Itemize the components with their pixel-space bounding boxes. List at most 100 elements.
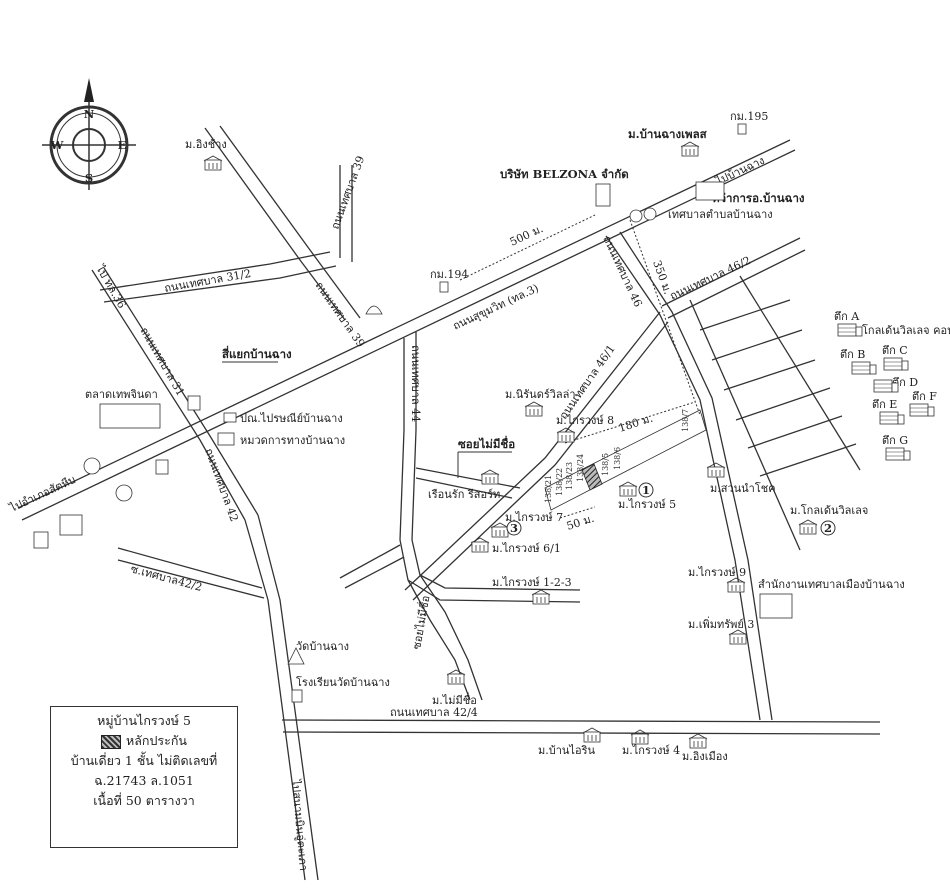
house-icon xyxy=(480,469,500,485)
distance-500: 500 ม. xyxy=(508,222,545,249)
office-icon xyxy=(217,432,235,446)
legend-collateral-row: หลักประกัน xyxy=(51,731,237,751)
building-f: ตึก F xyxy=(912,390,937,403)
distance-50: 50 ม. xyxy=(565,512,596,533)
building-a: ตึก A xyxy=(834,310,860,323)
compass-n: N xyxy=(84,107,95,121)
lot-label: 138/24 xyxy=(576,454,585,482)
road-sukhumvit: ถนนสุขุมวิท (ทล.3) xyxy=(451,282,541,333)
lot-label: 138/21 xyxy=(544,475,553,503)
apartment-icon xyxy=(885,447,911,461)
gas-station-icon xyxy=(33,531,49,549)
road-46-2: ถนนเทศบาล 46/2 xyxy=(668,254,753,303)
road-44: ถนนเทศบาล 44 xyxy=(409,345,422,422)
factory-icon xyxy=(595,183,611,207)
building-b: ตึก B xyxy=(840,348,865,361)
place-ing-mueang: ม.อิงเมือง xyxy=(682,750,728,763)
place-kraiwong-9: ม.ไกรวงษ์ 9 xyxy=(688,566,746,579)
lot-label: 138/23 xyxy=(565,462,574,490)
road-31-2: ถนนเทศบาล 31/2 xyxy=(163,267,252,295)
store-icon xyxy=(187,395,201,411)
house-icon xyxy=(688,733,708,749)
place-suan-chok: ม.สวนนำโชค xyxy=(710,481,776,495)
seal-icon xyxy=(643,207,657,221)
km-post-icon xyxy=(439,281,449,293)
market-icon xyxy=(99,403,161,429)
road-to-sattahip: ไปอำเภอสัตหีบ xyxy=(7,473,78,515)
road-46-1: ถนนเทศบาล 46/1 xyxy=(557,342,618,421)
place-resort: เรือนรัก รีสอร์ท xyxy=(428,488,500,501)
building-g: ตึก G xyxy=(882,434,908,447)
distance-180: 180 ม. xyxy=(617,412,655,435)
bank-icon xyxy=(59,514,83,536)
place-post: ปณ.ไปรษณีย์บ้านฉาง xyxy=(240,412,343,425)
km-post-icon xyxy=(737,123,747,135)
house-icon xyxy=(446,669,466,685)
place-kraiwong-7: ม.ไกรวงษ์ 7 xyxy=(505,511,563,524)
place-golden-village: ม.โกลเด้นวิลเลจ xyxy=(790,503,868,517)
government-building-icon xyxy=(759,593,793,619)
place-ing-chang: ม.อิงช้าง xyxy=(185,138,227,151)
building-c: ตึก C xyxy=(882,344,908,357)
apartment-icon xyxy=(883,357,909,371)
place-school: โรงเรียนวัดบ้านฉาง xyxy=(296,675,390,689)
road-42-4: ถนนเทศบาล 42/4 xyxy=(390,706,478,719)
place-kraiwong-8: ม.ไกรวงษ์ 8 xyxy=(556,414,614,427)
circle-1: 1 xyxy=(642,483,650,497)
place-police: หมวดการทางบ้านฉาง xyxy=(240,434,345,447)
place-kraiwong-6-1: ม.ไกรวงษ์ 6/1 xyxy=(492,542,561,555)
place-mai-mi-chue: ม.ไม่มีชื่อ xyxy=(432,692,477,707)
circle-3: 3 xyxy=(510,521,518,535)
house-icon xyxy=(798,519,818,535)
place-nin-villa: ม.นิรันดร์วิลล่า xyxy=(505,388,576,401)
legend-title: หมู่บ้านไกรวงษ์ 5 xyxy=(97,713,191,728)
place-thesaban-city: สำนักงานเทศบาลเมืองบ้านฉาง xyxy=(758,578,905,591)
house-icon xyxy=(556,427,576,443)
apartment-icon xyxy=(879,411,905,425)
lot-label: 138/22 xyxy=(555,468,564,496)
government-building-icon xyxy=(695,181,725,201)
house-icon xyxy=(203,155,223,171)
house-icon xyxy=(582,727,602,743)
km-194: กม.194 xyxy=(430,268,468,281)
place-thesaban-office: เทศบาลตำบลบ้านฉาง xyxy=(668,208,773,221)
kraiwong-5-lots: 138/7 138/6 138/5 138/24 138/23 138/22 1… xyxy=(544,409,707,511)
legend-area: เนื้อที่ 50 ตารางวา xyxy=(93,793,195,808)
logo-icon xyxy=(115,484,133,502)
place-kraiwong-123: ม.ไกรวงษ์ 1-2-3 xyxy=(492,576,572,589)
road-42-2: ซ.เทศบาล42/2 xyxy=(129,562,203,594)
compass-e: E xyxy=(118,138,127,152)
apartment-icon xyxy=(909,403,935,417)
place-market: ตลาดเทพจินดา xyxy=(85,388,158,401)
collateral-plot xyxy=(581,463,603,491)
house-icon xyxy=(680,141,700,157)
lot-label: 138/7 xyxy=(681,409,690,432)
mail-icon xyxy=(223,412,237,423)
compass-s: S xyxy=(85,171,93,185)
house-icon xyxy=(490,522,510,538)
house-icon xyxy=(726,577,746,593)
road-46: ถนนเทศบาล 46 xyxy=(600,234,644,309)
house-icon xyxy=(524,401,544,417)
place-ban-iring: ม.บ้านไอริน xyxy=(538,744,595,757)
roads xyxy=(17,125,881,881)
lot-label: 138/5 xyxy=(601,453,610,476)
place-golden-condo: โกลเด้นวิลเลจ คอนโด xyxy=(862,323,950,337)
house-icon xyxy=(618,481,638,497)
house-icon xyxy=(706,462,726,478)
apartment-icon xyxy=(837,323,863,337)
place-sub-3: ม.เพิ่มทรัพย์ 3 xyxy=(688,616,754,631)
km-195: กม.195 xyxy=(730,110,768,123)
school-icon xyxy=(291,689,303,703)
km-posts: กม.195 กม.194 xyxy=(430,110,768,293)
road-39-a: ถนนเทศบาล 39 xyxy=(329,154,368,231)
place-wat: วัดบ้านฉาง xyxy=(296,640,349,653)
house-icon xyxy=(728,629,748,645)
place-amphoe: ที่ว่าการอ.บ้านฉาง xyxy=(712,189,805,205)
building-d: ตึก D xyxy=(892,376,918,389)
compass-w: W xyxy=(50,138,65,152)
place-kraiwong-5: ม.ไกรวงษ์ 5 xyxy=(618,498,676,511)
collateral-swatch xyxy=(101,734,122,749)
road-to-utapao: ไปสนามบินอู่ตะเภา xyxy=(289,778,310,871)
lot-label: 138/6 xyxy=(613,447,622,470)
